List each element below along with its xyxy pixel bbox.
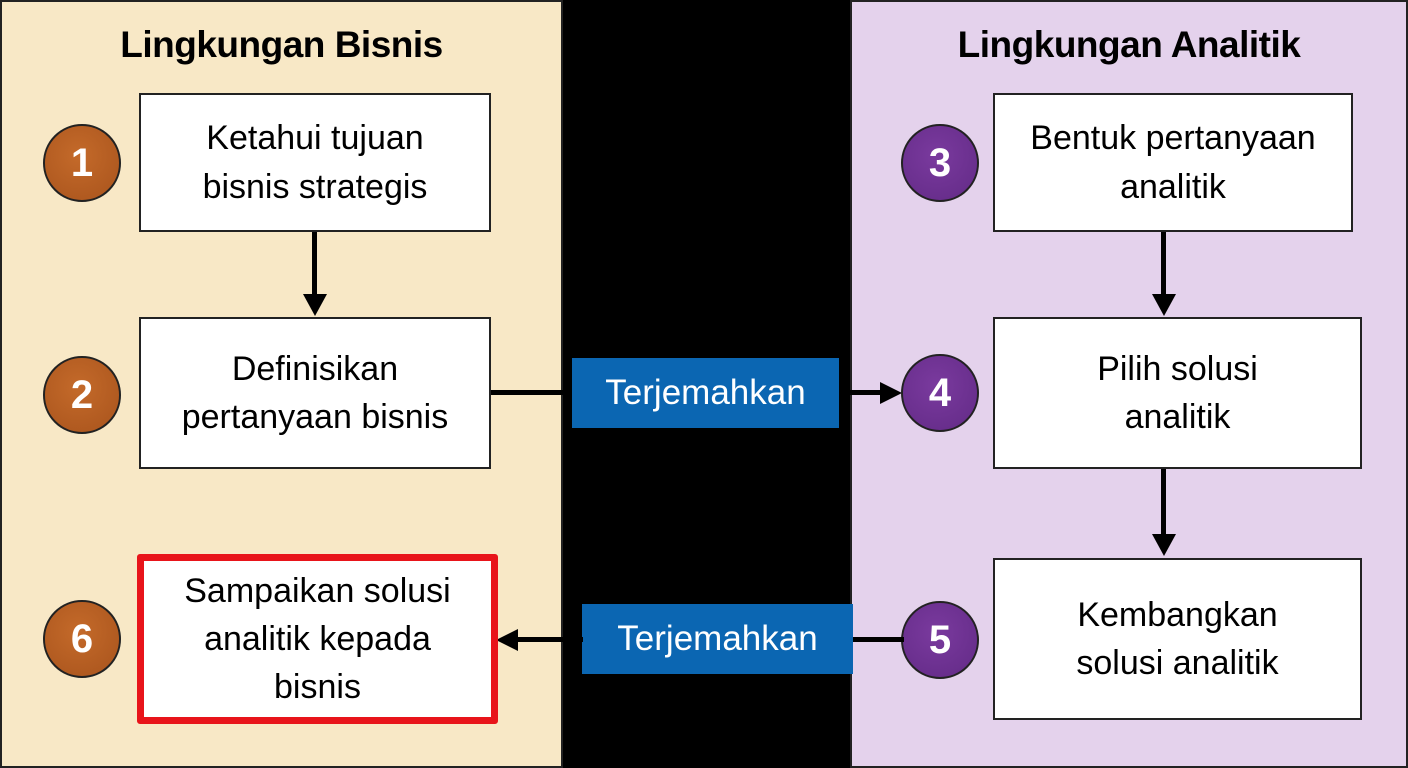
translate-back-tag: Terjemahkan bbox=[582, 604, 853, 674]
step-3-badge: 3 bbox=[901, 124, 979, 202]
analytics-panel-title: Lingkungan Analitik bbox=[957, 24, 1301, 65]
translate-forward-line-right bbox=[839, 390, 883, 395]
step-5-badge: 5 bbox=[901, 601, 979, 679]
arrow-4-to-5-line bbox=[1161, 469, 1166, 536]
step-2-badge: 2 bbox=[43, 356, 121, 434]
translate-forward-line-left bbox=[491, 390, 573, 395]
step-5-box: Kembangkan solusi analitik bbox=[993, 558, 1362, 720]
business-panel-title: Lingkungan Bisnis bbox=[120, 24, 443, 65]
step-6-box-highlighted: Sampaikan solusi analitik kepada bisnis bbox=[137, 554, 498, 724]
arrow-1-to-2-line bbox=[312, 232, 317, 296]
arrow-down-icon bbox=[1152, 534, 1176, 556]
arrow-3-to-4-line bbox=[1161, 232, 1166, 296]
translate-forward-tag: Terjemahkan bbox=[572, 358, 839, 428]
step-2-box: Definisikan pertanyaan bisnis bbox=[139, 317, 491, 469]
step-6-badge: 6 bbox=[43, 600, 121, 678]
step-4-badge: 4 bbox=[901, 354, 979, 432]
translate-back-line-right bbox=[852, 637, 904, 642]
arrow-down-icon bbox=[303, 294, 327, 316]
translate-back-line-left bbox=[515, 637, 583, 642]
step-4-box: Pilih solusi analitik bbox=[993, 317, 1362, 469]
arrow-right-icon bbox=[880, 382, 902, 404]
arrow-left-icon bbox=[496, 629, 518, 651]
step-3-box: Bentuk pertanyaan analitik bbox=[993, 93, 1353, 232]
arrow-down-icon bbox=[1152, 294, 1176, 316]
step-1-badge: 1 bbox=[43, 124, 121, 202]
step-1-box: Ketahui tujuan bisnis strategis bbox=[139, 93, 491, 232]
